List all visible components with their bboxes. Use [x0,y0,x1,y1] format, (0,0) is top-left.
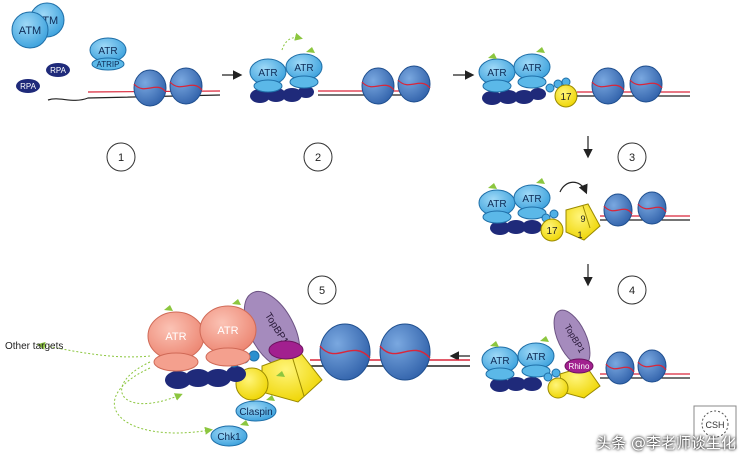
csh-text: CSH [705,420,724,430]
step-5-label: 5 [319,285,325,297]
rad17-label-3: 17 [560,92,572,103]
topbp1-4: TopBP1 [553,309,591,367]
rpa-cluster-2 [250,86,314,103]
atr-label-3d: ATR [522,194,541,205]
clamp-9-label: 9 [580,214,585,224]
panel-1: ATM ATM ATR ATRIP RPA RPA 1 [11,2,221,172]
rhino-5 [268,340,304,360]
clamp-911-loading: 17 9 1 [540,181,601,242]
atr-pair-3: ATR ATR [478,47,551,93]
dna-panel-4 [600,349,690,385]
rpa-label-1: RPA [50,66,67,75]
atr-label-2a: ATR [258,68,277,79]
rpa-cluster-4 [490,377,542,392]
dna-panel-1 [47,67,221,107]
atr-label-5a: ATR [165,331,186,343]
dna-panel-3 [577,65,690,105]
panel-3b: ATR ATR 17 9 1 [478,178,690,242]
step-4-label: 4 [629,285,635,297]
atr-label-4a: ATR [490,356,509,367]
rad17-label-3b: 17 [546,226,558,237]
atr-pair-2: ATR ATR [249,47,323,93]
step-3-label: 3 [629,152,635,164]
panel-5: 5 TopBP1 [5,275,470,447]
rad17-3: 17 [545,77,578,108]
atr-label-4b: ATR [526,352,545,363]
dna-panel-5 [310,323,470,381]
rhino-label: Rhino [569,362,590,371]
dna-panel-3b [600,191,690,227]
atr-pair-4: ATR ATR [481,336,555,381]
chk1: Chk1 [210,420,249,447]
atr-label-3c: ATR [487,199,506,210]
atr-pair-3b: ATR ATR [478,178,551,224]
other-targets-label: Other targets [5,341,63,352]
atr-pair-5: ATR ATR [147,299,257,372]
atm-dimer: ATM ATM [11,2,65,49]
atr-label-3a: ATR [487,68,506,79]
rpa-free: RPA RPA [16,63,70,93]
rpa-cluster-3b [490,220,542,235]
clamp-1-label: 1 [577,230,582,240]
atr-label-5b: ATR [217,325,238,337]
atm-label-front: ATM [19,25,41,37]
rpa-label-2: RPA [20,82,37,91]
claspin: Claspin [235,395,277,422]
claspin-label: Claspin [239,407,272,418]
panel-4: 4 TopBP1 ATR ATR Rhino [481,275,690,399]
rpa-cluster-3 [482,88,546,105]
csh-logo: CSH [693,405,737,449]
panel-3: ATR ATR 17 3 [478,47,690,172]
rhino-4: Rhino [564,358,594,374]
atr-label-1: ATR [98,46,117,57]
atr-label-2b: ATR [294,63,313,74]
dna-panel-2 [318,65,431,105]
phospho-arrows [37,341,213,435]
step-2-label: 2 [315,152,321,164]
panel-2: ATR ATR 2 [249,32,431,172]
watermark: 头条 @李老师谈生化 [596,434,736,452]
step-1-label: 1 [118,152,124,164]
atr-label-3b: ATR [522,63,541,74]
chk1-label: Chk1 [217,432,241,443]
atrip-label: ATRIP [97,60,120,69]
atr-atrip-complex: ATR ATRIP [89,37,127,71]
